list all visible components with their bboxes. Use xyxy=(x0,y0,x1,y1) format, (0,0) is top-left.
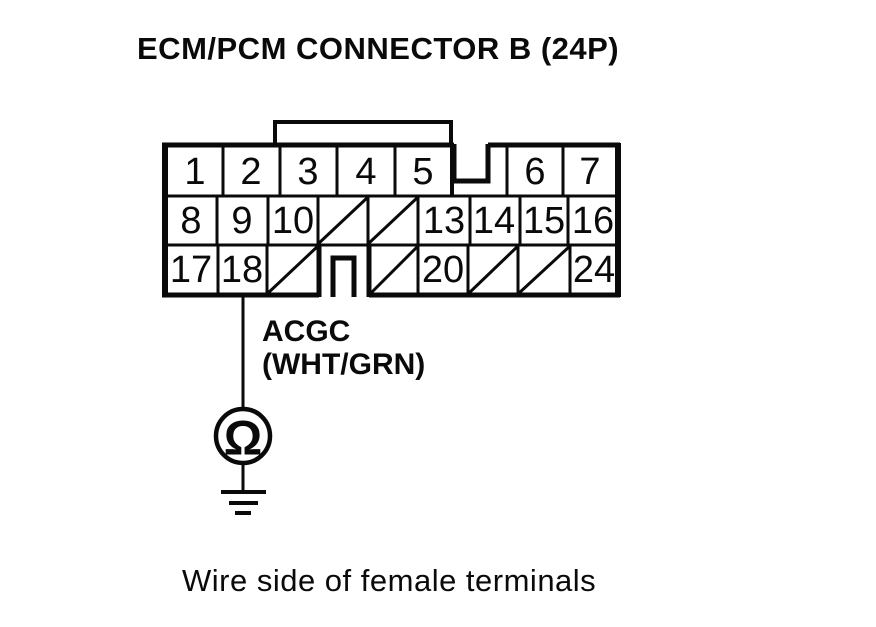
page-title: ECM/PCM CONNECTOR B (24P) xyxy=(137,31,619,66)
pin-label-20: 20 xyxy=(422,249,464,291)
pin-label-3: 3 xyxy=(297,151,318,193)
row1-dividers xyxy=(221,145,565,196)
connector-top-tab xyxy=(273,120,453,145)
slash-slot-12 xyxy=(366,195,420,246)
test-circuit xyxy=(213,297,273,515)
row2-dividers xyxy=(215,196,570,245)
pin-labels: 1 2 3 4 5 6 7 8 9 10 13 14 15 16 17 18 2… xyxy=(170,151,615,291)
pin-label-14: 14 xyxy=(473,200,515,242)
ohmmeter-omega-symbol: Ω xyxy=(224,413,262,466)
pin-label-10: 10 xyxy=(272,200,314,242)
pin-label-5: 5 xyxy=(412,151,433,193)
pin-label-24: 24 xyxy=(573,249,615,291)
pin-label-18: 18 xyxy=(221,249,263,291)
pin-label-8: 8 xyxy=(180,200,201,242)
pin-label-17: 17 xyxy=(170,249,212,291)
slash-slot-11 xyxy=(316,195,370,246)
unused-slot-slashes xyxy=(265,195,572,296)
pin-label-6: 6 xyxy=(524,151,545,193)
top-notch-cutout xyxy=(451,144,491,184)
pin-label-16: 16 xyxy=(572,200,614,242)
pin-label-9: 9 xyxy=(231,200,252,242)
slash-slot-19 xyxy=(265,244,320,296)
wire-color-label: (WHT/GRN) xyxy=(262,348,425,381)
slash-slot-after-keyway xyxy=(368,244,420,296)
bottom-keyway-post xyxy=(330,255,357,297)
pin-label-15: 15 xyxy=(523,200,565,242)
connector-body xyxy=(162,120,621,298)
ground-symbol xyxy=(221,490,266,515)
slash-slot-23 xyxy=(516,244,572,296)
row3-dividers xyxy=(216,245,572,295)
pin-label-13: 13 xyxy=(423,200,465,242)
pin-label-1: 1 xyxy=(184,151,205,193)
pin-label-2: 2 xyxy=(240,151,261,193)
pin-label-7: 7 xyxy=(579,151,600,193)
slash-slot-21 xyxy=(466,244,520,296)
pin-label-4: 4 xyxy=(355,151,376,193)
diagram-caption: Wire side of female terminals xyxy=(182,563,596,598)
wire-signal-label: ACGC xyxy=(262,315,350,348)
